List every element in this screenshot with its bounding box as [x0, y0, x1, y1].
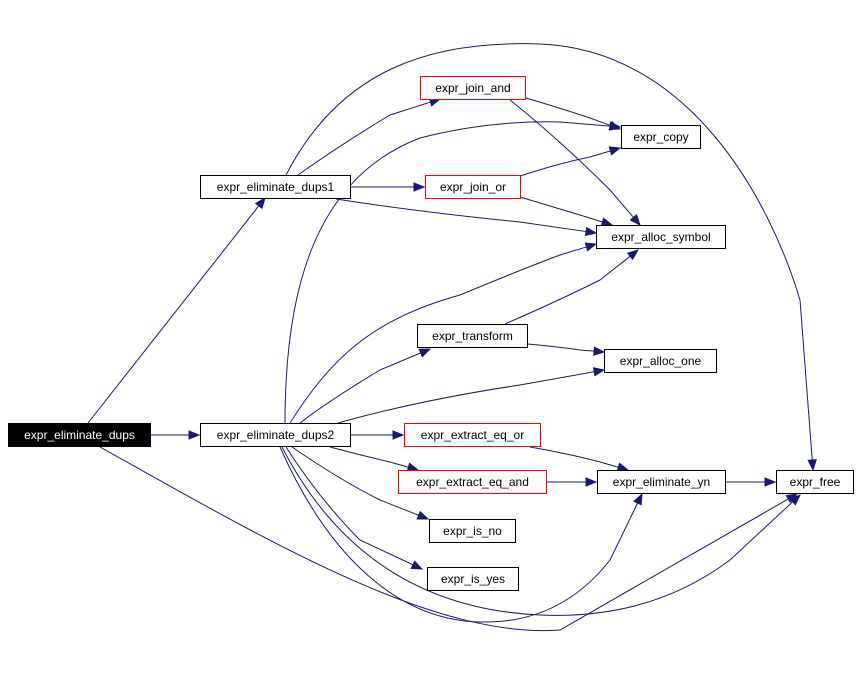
edge-arrowhead [410, 560, 424, 570]
node-expr-eliminate-dups2[interactable]: expr_eliminate_dups2 [200, 423, 351, 447]
edge-arrowhead [592, 367, 606, 377]
edge-expr-eliminate-dups2-to-expr-extract-eq-or [351, 430, 405, 440]
edge-expr-eliminate-dups2-to-expr-is-no [291, 446, 430, 520]
node-expr-join-or[interactable]: expr_join_or [425, 175, 521, 199]
edge-line [279, 446, 639, 623]
edge-arrowhead [807, 459, 817, 472]
edge-arrowhead [609, 121, 622, 131]
edge-arrowhead [629, 213, 641, 227]
edge-line [297, 101, 431, 176]
edge-line [284, 121, 611, 424]
node-expr-eliminate-yn[interactable]: expr_eliminate_yn [597, 470, 726, 494]
node-expr-eliminate-dups: expr_eliminate_dups [8, 423, 151, 447]
edge-expr-join-or-to-expr-copy [519, 146, 622, 177]
edge-line [329, 446, 409, 468]
edge-arrowhead [626, 249, 640, 261]
node-expr-copy[interactable]: expr_copy [621, 125, 701, 149]
edge-line [291, 446, 419, 516]
edge-line [529, 446, 619, 468]
edge-arrowhead [593, 346, 606, 356]
edge-expr-eliminate-dups2-to-expr-alloc-symbol [289, 242, 598, 424]
edge-expr-transform-to-expr-alloc-one [527, 343, 606, 356]
edge-line [525, 97, 611, 127]
node-expr-free[interactable]: expr_free [776, 470, 854, 494]
edge-line [527, 343, 595, 352]
edge-expr-eliminate-dups1-to-expr-join-or [351, 182, 426, 192]
edge-expr-eliminate-dups2-to-expr-transform [299, 348, 432, 424]
edge-arrowhead [584, 226, 598, 237]
edge-arrowhead [392, 430, 405, 440]
node-expr-transform[interactable]: expr_transform [417, 324, 528, 348]
edge-arrowhead [416, 510, 430, 520]
edge-expr-eliminate-dups1-to-expr-alloc-symbol [335, 198, 598, 237]
edge-arrowhead [254, 196, 266, 210]
edge-expr-eliminate-dups1-to-expr-join-and [297, 97, 442, 176]
edge-expr-eliminate-dups-to-expr-eliminate-dups1 [87, 196, 266, 424]
node-expr-extract-eq-and[interactable]: expr_extract_eq_and [398, 470, 547, 494]
edge-expr-extract-eq-and-to-expr-eliminate-yn [547, 477, 598, 487]
edge-line [285, 43, 813, 461]
edge-line [99, 446, 789, 632]
edge-arrowhead [413, 182, 426, 192]
edge-line [509, 99, 634, 218]
edge-expr-eliminate-dups2-to-expr-eliminate-yn [279, 446, 643, 623]
edge-arrowhead [633, 492, 643, 506]
node-expr-is-yes[interactable]: expr_is_yes [427, 567, 519, 591]
edge-arrowhead [585, 477, 598, 487]
edge-line [519, 150, 611, 177]
edge-line [337, 371, 595, 424]
node-expr-alloc-symbol[interactable]: expr_alloc_symbol [596, 225, 726, 249]
edge-arrowhead [418, 348, 432, 358]
edge-arrowhead [188, 430, 201, 440]
edge-expr-eliminate-dups2-to-expr-alloc-one [337, 367, 606, 424]
edge-arrowhead [608, 146, 622, 156]
edge-arrowhead [764, 477, 777, 487]
node-expr-alloc-one[interactable]: expr_alloc_one [604, 349, 717, 373]
edge-expr-eliminate-dups1-to-expr-free [285, 43, 817, 472]
edge-line [519, 196, 603, 223]
node-expr-is-no[interactable]: expr_is_no [429, 519, 516, 543]
edge-expr-eliminate-dups2-to-expr-extract-eq-and [329, 446, 420, 472]
edge-expr-eliminate-dups2-to-expr-is-yes [285, 446, 424, 570]
edge-line [335, 198, 587, 233]
edge-expr-eliminate-dups2-to-expr-free [281, 446, 801, 616]
edge-line [285, 446, 414, 566]
edge-arrowhead [789, 494, 801, 506]
node-expr-extract-eq-or[interactable]: expr_extract_eq_or [404, 423, 541, 447]
node-expr-join-and[interactable]: expr_join_and [420, 76, 526, 100]
edge-expr-join-and-to-expr-alloc-symbol [509, 99, 641, 227]
edge-expr-extract-eq-or-to-expr-eliminate-yn [529, 446, 630, 472]
edge-line [281, 446, 794, 616]
edge-arrowhead [584, 242, 598, 252]
edge-expr-join-or-to-expr-alloc-symbol [519, 196, 614, 227]
edge-expr-eliminate-dups2-to-expr-copy [284, 121, 622, 424]
edge-expr-eliminate-dups-to-expr-eliminate-dups2 [151, 430, 201, 440]
edge-expr-eliminate-yn-to-expr-free [726, 477, 777, 487]
edge-line [289, 246, 587, 424]
edge-expr-transform-to-expr-alloc-symbol [504, 249, 640, 325]
edge-line [504, 255, 631, 325]
edge-line [299, 352, 421, 424]
node-expr-eliminate-dups1[interactable]: expr_eliminate_dups1 [200, 175, 351, 199]
edge-line [87, 205, 260, 424]
